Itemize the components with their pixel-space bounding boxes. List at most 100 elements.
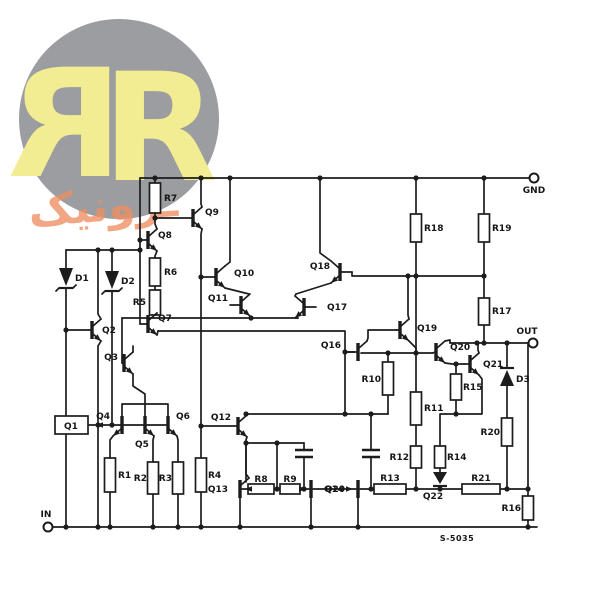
- junction-dot: [481, 175, 487, 181]
- transistor-label-Q4: Q4: [96, 412, 110, 422]
- resistor-R17: [477, 297, 491, 326]
- transistor-emitter-wire: [154, 250, 158, 259]
- transistor-emitter-wire: [176, 435, 179, 463]
- diode-D3: [500, 370, 514, 386]
- transistor-collector-wire: [245, 413, 248, 416]
- emitter-arrow-Q7: [149, 328, 157, 335]
- diode-label-D3: D3: [516, 375, 530, 385]
- chain-arrow-Q14: [299, 486, 306, 492]
- resistor-label-R17: R17: [492, 307, 511, 317]
- transistor-label-Q20: Q20: [450, 343, 470, 353]
- wire-arrow: [96, 422, 103, 428]
- junction-dot: [274, 486, 280, 492]
- junction-dot: [274, 440, 280, 446]
- resistor-R15: [449, 373, 463, 401]
- emitter-arrow-Q19: [401, 334, 409, 341]
- transistor-emitter-wire: [249, 315, 252, 319]
- transistor-emitter-wire: [295, 282, 332, 295]
- resistor-label-R4: R4: [208, 471, 221, 481]
- transistor-emitter-wire: [156, 330, 159, 336]
- transistor-emitter-wire: [132, 373, 146, 417]
- junction-dot: [368, 411, 374, 417]
- transistor-collector-wire: [154, 312, 158, 316]
- transistor-label-Q6: Q6: [176, 412, 190, 422]
- zener-tick: [55, 287, 60, 292]
- emitter-arrow-Q3: [125, 367, 133, 374]
- resistor-R5: [148, 289, 162, 316]
- junction-dot: [107, 524, 113, 530]
- zener-tick: [101, 290, 106, 295]
- resistor-R19: [477, 213, 491, 243]
- transistor-label-Q13: Q13: [208, 485, 228, 495]
- resistor-R3: [171, 461, 185, 495]
- transistor-emitter-wire: [109, 435, 114, 459]
- transistor-collector-wire: [200, 177, 203, 208]
- junction-dot: [198, 524, 204, 530]
- transistor-label-Q11: Q11: [208, 294, 228, 304]
- resistor-R6: [148, 257, 162, 287]
- transistor-Q1-box: [54, 415, 89, 435]
- resistor-R10: [381, 361, 395, 396]
- resistor-R2: [146, 461, 160, 495]
- emitter-arrow-Q18: [331, 276, 339, 283]
- transistor-base-Q20: [432, 351, 436, 354]
- terminal-gnd: [528, 172, 540, 184]
- transistor-collector-limb: [238, 414, 248, 423]
- transistor-collector-wire: [154, 212, 158, 230]
- transistor-label-Q10: Q10: [234, 269, 254, 279]
- emitter-arrow-Q10: [217, 281, 225, 288]
- resistor-R12: [409, 445, 423, 469]
- emitter-arrow-Q8: [149, 244, 157, 251]
- transistor-collector-limb: [436, 340, 446, 349]
- junction-dot: [152, 175, 158, 181]
- junction-dot: [525, 524, 531, 530]
- resistor-label-R8: R8: [254, 475, 267, 485]
- transistor-label-Q16: Q16: [321, 341, 341, 351]
- junction-dot: [109, 422, 115, 428]
- logo-letter-mirrored-r: R: [7, 38, 123, 212]
- transistor-label-Q1: Q1: [64, 422, 78, 432]
- transistor-label-Q14: Q14: [324, 485, 344, 495]
- resistor-R4: [194, 457, 208, 493]
- junction-dot: [137, 247, 143, 253]
- resistor-label-R20: R20: [481, 428, 500, 438]
- transistor-collector-limb: [470, 352, 480, 361]
- resistor-label-R10: R10: [362, 375, 381, 385]
- figure-code: S-5035: [440, 534, 474, 543]
- junction-dot: [109, 247, 115, 253]
- resistor-label-R3: R3: [159, 474, 172, 484]
- transistor-label-Q18: Q18: [310, 262, 330, 272]
- terminal-label-gnd: GND: [523, 186, 545, 196]
- resistor-R16: [521, 495, 535, 521]
- transistor-collector-wire: [245, 442, 250, 479]
- transistor-label-Q5: Q5: [135, 440, 149, 450]
- transistor-emitter-wire: [152, 435, 155, 463]
- resistor-label-R1: R1: [118, 471, 131, 481]
- transistor-collector-limb: [241, 293, 251, 302]
- zener-tick: [118, 287, 123, 292]
- emitter-arrow-Q17: [295, 311, 303, 318]
- diode-label-D1: D1: [75, 274, 89, 284]
- terminal-label-in: IN: [41, 510, 52, 520]
- wire: [351, 271, 485, 277]
- resistor-label-R13: R13: [380, 474, 399, 484]
- resistor-label-R21: R21: [471, 474, 490, 484]
- transistor-label-Q3: Q3: [104, 353, 118, 363]
- resistor-label-R11: R11: [424, 404, 443, 414]
- resistor-label-R5: R5: [133, 298, 146, 308]
- resistor-label-R16: R16: [502, 504, 521, 514]
- transistor-label-Q2: Q2: [102, 326, 116, 336]
- diode-D2: [105, 271, 119, 289]
- transistor-label-Q8: Q8: [158, 231, 172, 241]
- resistor-label-R9: R9: [283, 475, 296, 485]
- transistor-collector-wire: [477, 342, 480, 354]
- junction-dot: [413, 486, 419, 492]
- junction-dot: [481, 273, 487, 279]
- emitter-arrow-Q5: [146, 429, 154, 436]
- resistor-label-R14: R14: [447, 453, 466, 463]
- transistor-label-Q21: Q21: [483, 360, 503, 370]
- transistor-label-Q19: Q19: [417, 324, 437, 334]
- junction-dot: [175, 524, 181, 530]
